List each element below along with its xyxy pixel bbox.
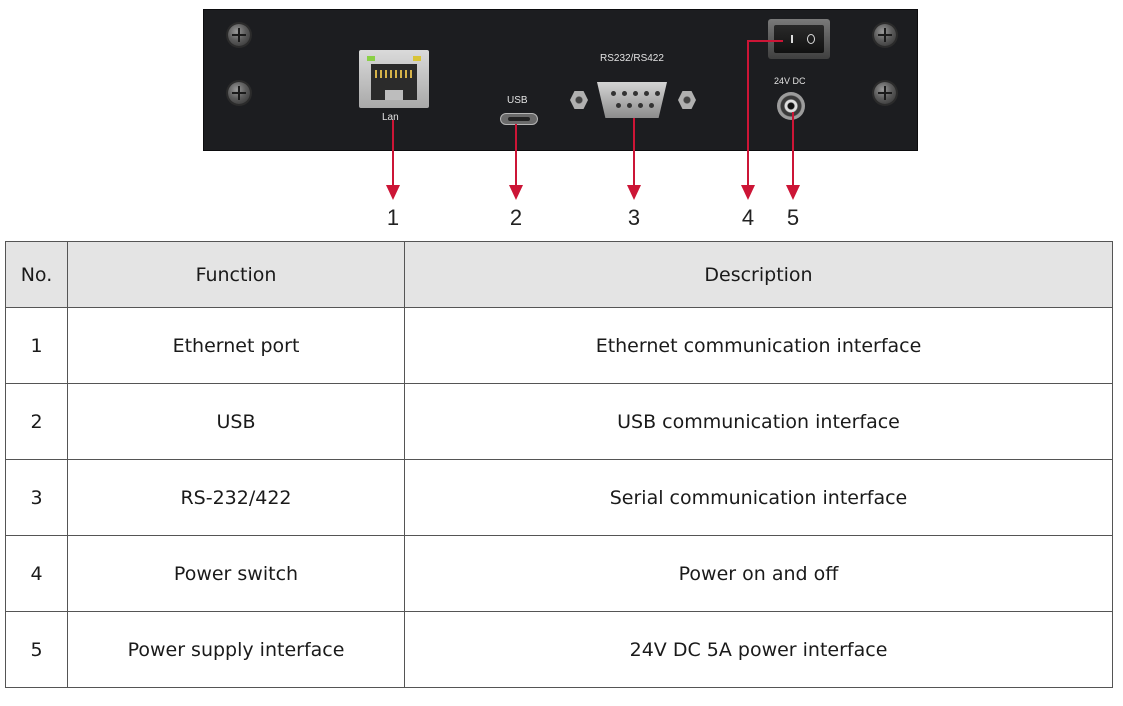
screw-icon [228,24,250,46]
dc-label: 24V DC [774,76,806,86]
usb-c-port-icon [500,113,538,125]
cell-function: USB [67,383,405,460]
hex-nut-icon [678,91,696,109]
power-switch-icon [768,19,830,59]
table-header-row: No. Function Description [5,241,1113,308]
dc-power-jack-icon [777,92,805,120]
cell-description: Serial communication interface [404,459,1113,536]
cell-no: 3 [5,459,68,536]
table-row: 3 RS-232/422 Serial communication interf… [5,459,1113,536]
callout-number-4: 4 [741,205,755,230]
table-row: 1 Ethernet port Ethernet communication i… [5,307,1113,384]
serial-label: RS232/RS422 [600,53,664,64]
cell-no: 1 [5,307,68,384]
screw-icon [874,82,896,104]
arrow-5 [786,112,800,200]
cell-function: Ethernet port [67,307,405,384]
header-no: No. [5,241,68,308]
cell-function: RS-232/422 [67,459,405,536]
header-description: Description [404,241,1113,308]
callout-number-3: 3 [627,205,641,230]
cell-function: Power supply interface [67,611,405,688]
callout-number-1: 1 [386,205,400,230]
interface-table: No. Function Description 1 Ethernet port… [5,241,1113,688]
cell-description: USB communication interface [404,383,1113,460]
cell-no: 2 [5,383,68,460]
arrow-1 [386,120,400,200]
cell-description: Ethernet communication interface [404,307,1113,384]
device-back-panel: Lan USB RS232/RS422 24V DC [203,9,918,151]
serial-port-icon [597,82,667,118]
callout-arrows [386,40,800,200]
arrow-4 [741,40,783,200]
hex-nut-icon [570,91,588,109]
arrow-3 [627,118,641,200]
arrow-2 [509,124,523,200]
table-row: 2 USB USB communication interface [5,383,1113,460]
lan-label: Lan [382,112,399,123]
cell-no: 5 [5,611,68,688]
table-row: 5 Power supply interface 24V DC 5A power… [5,611,1113,688]
callout-number-5: 5 [786,205,800,230]
screw-icon [228,82,250,104]
usb-label: USB [507,95,528,106]
cell-no: 4 [5,535,68,612]
cell-description: Power on and off [404,535,1113,612]
ethernet-port-icon [359,50,429,108]
header-function: Function [67,241,405,308]
screw-icon [874,24,896,46]
callout-number-2: 2 [509,205,523,230]
cell-description: 24V DC 5A power interface [404,611,1113,688]
cell-function: Power switch [67,535,405,612]
table-row: 4 Power switch Power on and off [5,535,1113,612]
